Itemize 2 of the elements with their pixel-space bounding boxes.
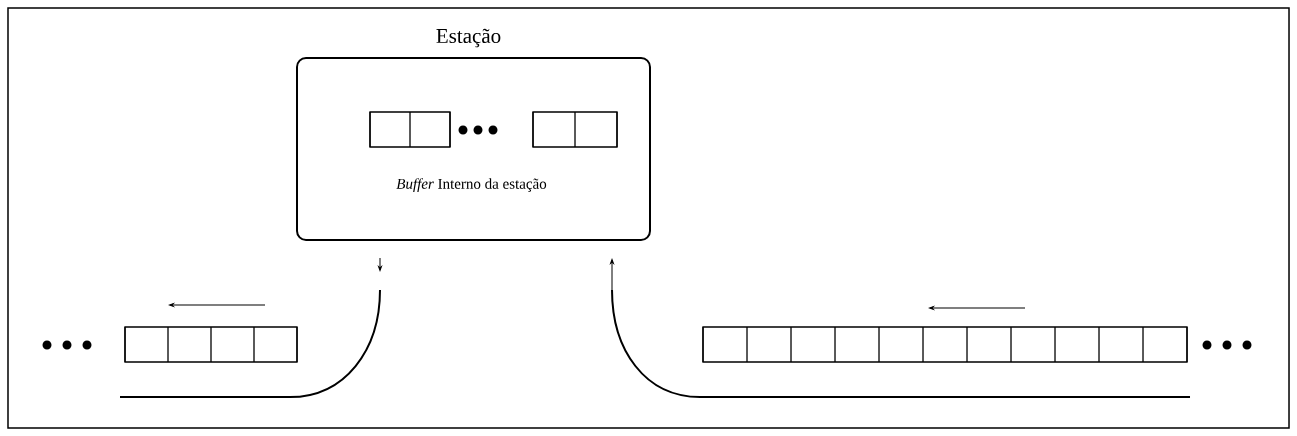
buffer-caption: Buffer Interno da estação <box>396 178 547 192</box>
station-title: Estação <box>436 28 501 48</box>
